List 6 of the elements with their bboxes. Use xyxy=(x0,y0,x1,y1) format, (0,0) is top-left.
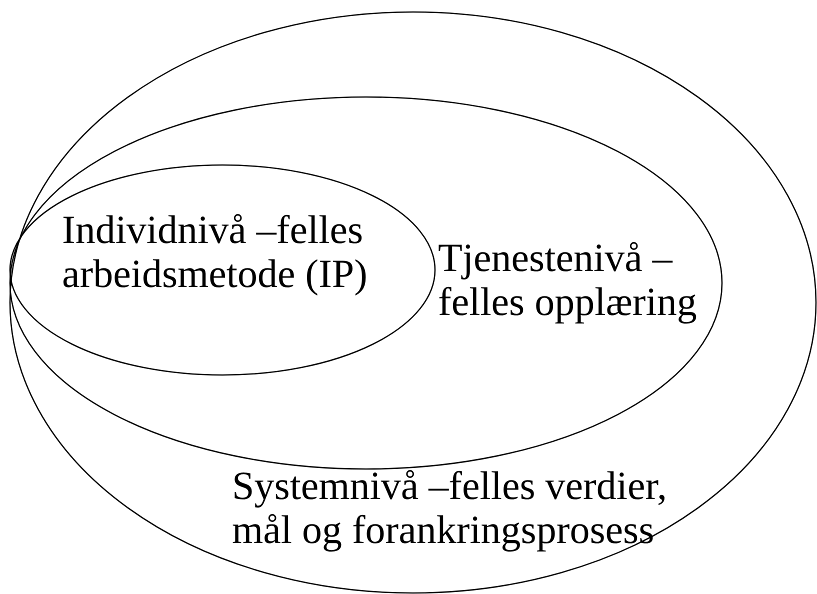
level-ellipse xyxy=(10,97,722,469)
level-ellipse xyxy=(10,12,816,593)
level-label: Systemnivå –felles verdier, mål og forankringsprosess xyxy=(232,464,668,552)
level-ellipse xyxy=(10,165,435,375)
level-label: Tjenestenivå – felles opplæring xyxy=(438,236,698,324)
level-label: Individnivå –felles arbeidsmetode (IP) xyxy=(62,208,368,296)
